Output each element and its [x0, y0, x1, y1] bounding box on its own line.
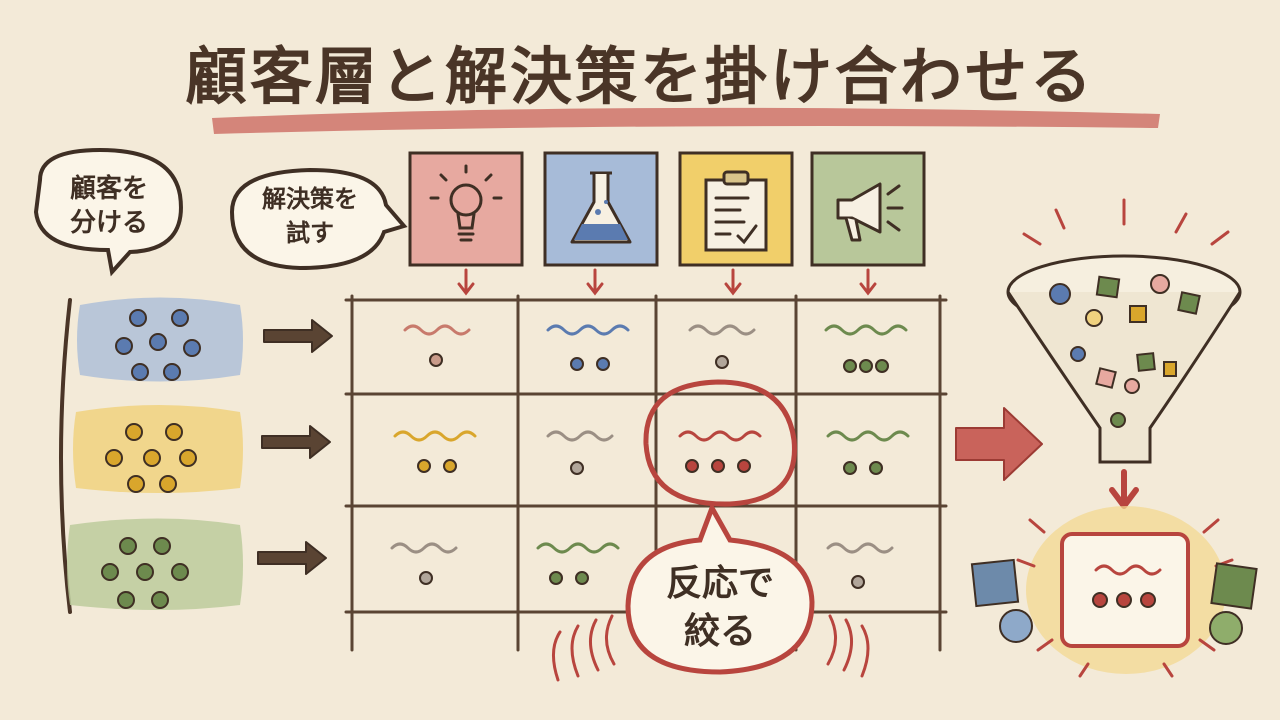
big-arrow-to-funnel: [955, 407, 1043, 481]
solution-bubble-line2: 試す: [286, 219, 334, 247]
row-arrows: [257, 319, 333, 575]
narrow-bubble-line1: 反応で: [665, 563, 774, 604]
title-underline: [212, 107, 1160, 134]
narrow-bubble-line2: 絞る: [683, 611, 756, 652]
narrow-speech-bubble: [625, 502, 815, 675]
flask-icon: [570, 171, 632, 244]
segment-bubble-line1: 顧客を: [69, 174, 148, 204]
megaphone-icon: [836, 182, 904, 242]
vibration-marks: [552, 614, 870, 682]
lightbulb-icon: [429, 164, 503, 242]
result-card: [970, 506, 1258, 678]
narrow-bubble-text: 反応で 絞る: [640, 560, 800, 656]
segment-box-green: [67, 518, 243, 610]
solution-bubble-line1: 解決策を: [262, 185, 358, 213]
page-title: 顧客層と解決策を掛け合わせる: [184, 40, 1095, 113]
segment-bracket: [59, 298, 72, 614]
matrix-cell-dots: [417, 353, 889, 589]
solution-speech-bubble: [229, 167, 408, 271]
solution-tile-clipboard: [678, 151, 794, 267]
segment-speech-bubble: [33, 147, 183, 277]
clipboard-icon: [704, 170, 768, 252]
matrix-cells: [390, 324, 910, 554]
segment-box-yellow: [73, 405, 243, 493]
tile-down-arrows: [457, 268, 877, 296]
funnel: [1006, 198, 1242, 509]
segment-bubble-line2: 分ける: [69, 208, 148, 238]
solution-tile-flask: [543, 151, 659, 267]
segment-bubble-text: 顧客を 分ける: [44, 172, 174, 240]
solution-tile-lightbulb: [408, 151, 524, 267]
highlight-circle: [643, 379, 797, 507]
solution-tile-megaphone: [810, 151, 926, 267]
solution-bubble-text: 解決策を 試す: [240, 182, 380, 250]
segment-box-blue: [77, 297, 243, 382]
